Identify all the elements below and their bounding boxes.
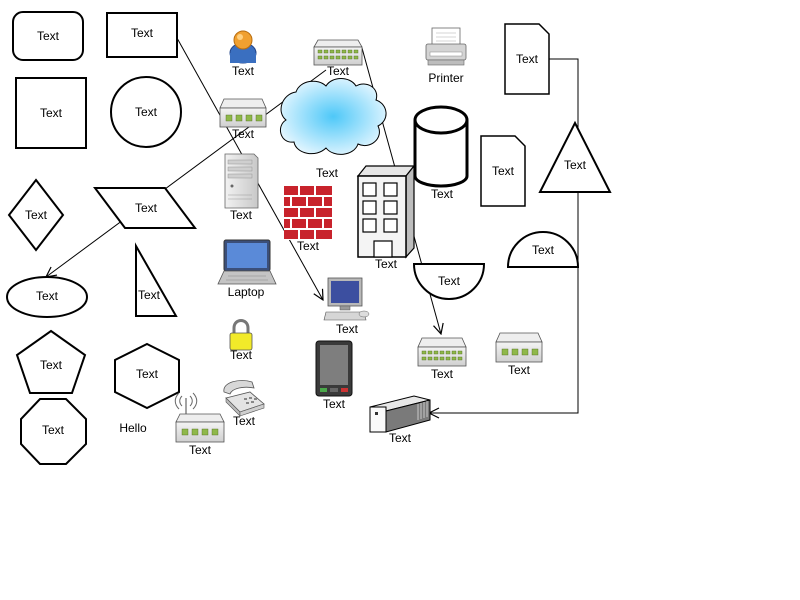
wireless-access-point-icon[interactable]: Text: [174, 392, 225, 457]
laptop-label: Laptop: [228, 285, 265, 299]
switch-top-label: Text: [327, 64, 350, 78]
document-mid-label: Text: [492, 164, 515, 178]
octagon-label: Text: [42, 423, 65, 437]
square-shape[interactable]: Text: [15, 77, 87, 149]
printer-label: Printer: [428, 71, 463, 85]
triangle-label: Text: [564, 158, 587, 172]
wireless-access-point-label: Text: [189, 443, 212, 457]
switch-left-label: Text: [232, 127, 255, 141]
rack-server-label: Text: [389, 431, 412, 445]
half-circle-up-label: Text: [532, 243, 555, 257]
pentagon-label: Text: [40, 358, 63, 372]
circle-label: Text: [135, 105, 158, 119]
building-label: Text: [375, 257, 398, 271]
firewall-icon[interactable]: Text: [284, 186, 332, 253]
cylinder-shape[interactable]: Text: [413, 105, 469, 201]
ellipse-shape[interactable]: Text: [6, 276, 88, 318]
cylinder-label: Text: [431, 187, 454, 201]
connector-document-to-rack-server: [429, 58, 579, 413]
desktop-computer-label: Text: [336, 322, 359, 336]
document-top-label: Text: [516, 52, 539, 66]
telephone-label: Text: [233, 414, 256, 428]
pda-icon[interactable]: Text: [315, 340, 353, 411]
switch-right-label: Text: [508, 363, 531, 377]
rectangle-label: Text: [131, 26, 154, 40]
switch-icon-mid[interactable]: Text: [417, 337, 467, 381]
document-shape-mid[interactable]: Text: [480, 135, 526, 207]
switch-icon-right[interactable]: Text: [495, 332, 543, 377]
cloud-label: Text: [316, 166, 339, 180]
printer-icon[interactable]: Printer: [425, 27, 467, 85]
diamond-shape[interactable]: Text: [7, 178, 65, 252]
octagon-shape[interactable]: Text: [20, 398, 87, 465]
parallelogram-label: Text: [135, 201, 158, 215]
circle-shape[interactable]: Text: [110, 76, 182, 148]
half-circle-down-shape[interactable]: Text: [412, 263, 486, 300]
switch-icon-left[interactable]: Text: [219, 98, 267, 141]
building-icon[interactable]: Text: [356, 164, 416, 271]
ellipse-label: Text: [36, 289, 59, 303]
switch-mid-label: Text: [431, 367, 454, 381]
user-icon[interactable]: Text: [229, 30, 257, 78]
hello-label: Hello: [119, 421, 147, 435]
firewall-label: Text: [297, 239, 320, 253]
connector-switch-to-ellipse: [46, 69, 327, 277]
server-tower-icon[interactable]: Text: [224, 153, 259, 222]
user-label: Text: [232, 64, 255, 78]
lock-icon[interactable]: Text: [229, 319, 253, 363]
server-tower-label: Text: [230, 208, 253, 222]
right-triangle-shape[interactable]: Text: [135, 242, 178, 317]
hexagon-label: Text: [136, 367, 159, 381]
pda-label: Text: [323, 397, 346, 411]
switch-icon-top[interactable]: Text: [313, 39, 363, 78]
laptop-icon[interactable]: Laptop: [217, 239, 277, 299]
triangle-shape[interactable]: Text: [538, 120, 612, 193]
right-triangle-label: Text: [138, 288, 161, 302]
rectangle-shape[interactable]: Text: [106, 12, 178, 58]
parallelogram-shape[interactable]: Text: [93, 187, 197, 229]
desktop-computer-icon[interactable]: Text: [323, 277, 370, 336]
pentagon-shape[interactable]: Text: [15, 329, 87, 394]
telephone-icon[interactable]: Text: [223, 380, 265, 428]
square-label: Text: [40, 106, 63, 120]
document-shape-top[interactable]: Text: [504, 23, 550, 95]
diamond-label: Text: [25, 208, 48, 222]
half-circle-up-shape[interactable]: Text: [506, 231, 580, 268]
rounded-rectangle-label: Text: [37, 29, 60, 43]
hexagon-shape[interactable]: Text: [114, 342, 180, 410]
half-circle-down-label: Text: [438, 274, 461, 288]
rounded-rectangle-shape[interactable]: Text: [12, 11, 84, 61]
lock-label: Text: [230, 348, 253, 362]
cloud-icon[interactable]: Text: [279, 78, 387, 181]
rack-server-icon[interactable]: Text: [369, 395, 431, 445]
